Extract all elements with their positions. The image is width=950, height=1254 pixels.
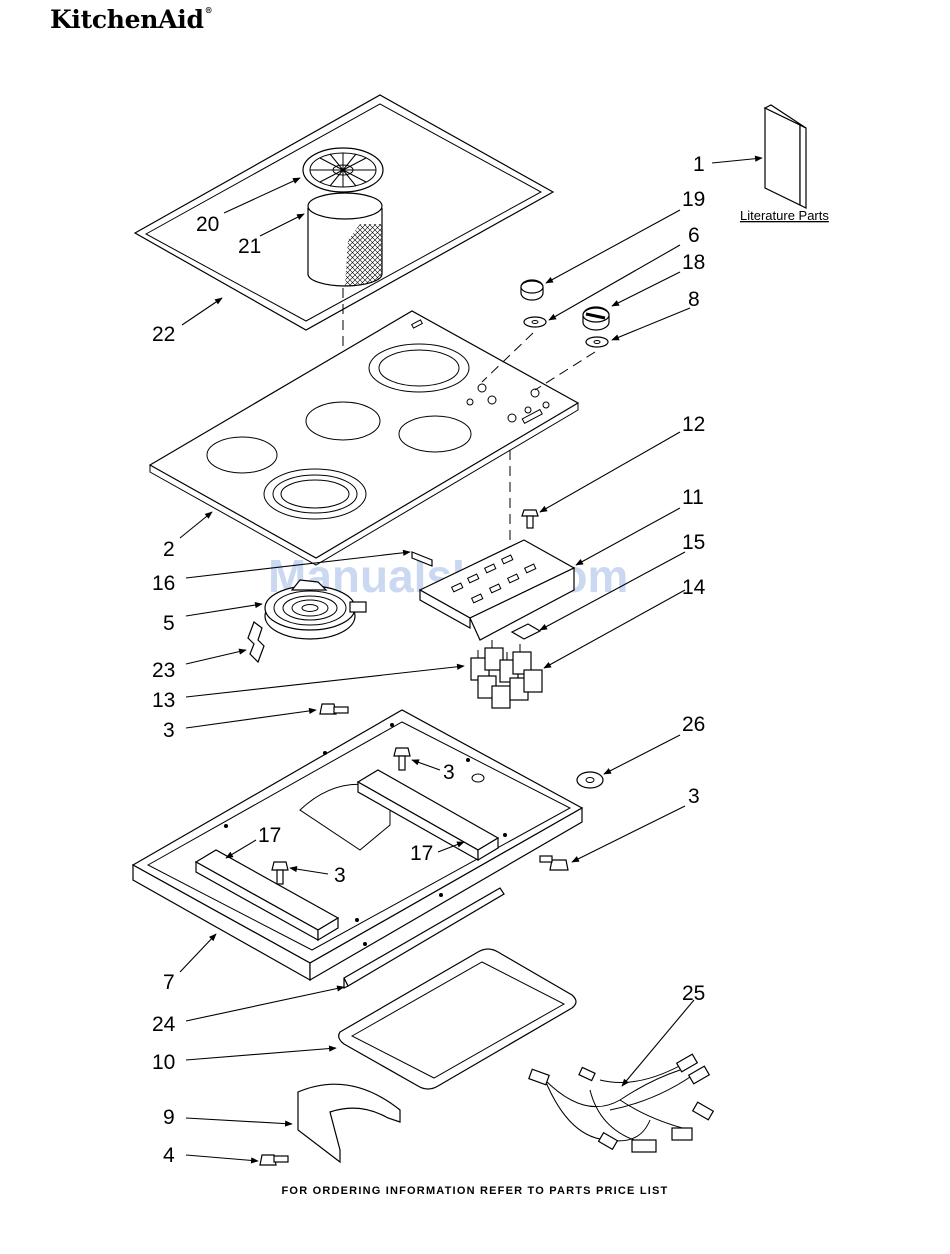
callout-15: 15: [682, 531, 705, 554]
callout-1: 1: [693, 153, 705, 176]
leader-7: [180, 934, 216, 972]
callout-4: 4: [163, 1144, 175, 1167]
ordering-info-footer: FOR ORDERING INFORMATION REFER TO PARTS …: [0, 1185, 950, 1197]
callout-23: 23: [152, 659, 175, 682]
callout-3-top: 3: [163, 719, 175, 742]
part-3-screw-a: [320, 704, 348, 714]
leader-3c: [572, 806, 685, 862]
leader-4: [186, 1155, 258, 1161]
leader-26: [604, 735, 680, 774]
callout-7: 7: [163, 971, 175, 994]
leader-9: [186, 1118, 292, 1124]
leader-3a: [186, 710, 316, 728]
part-21-canister: [308, 193, 382, 286]
part-2-cooktop: [150, 311, 578, 565]
callout-3-right: 3: [688, 785, 700, 808]
leader-24: [186, 987, 344, 1021]
callout-12: 12: [682, 413, 705, 436]
leader-19: [546, 210, 680, 283]
callout-3-left: 3: [334, 864, 346, 887]
part-9-shield: [298, 1084, 400, 1162]
callout-14: 14: [682, 576, 706, 599]
part-3-screw-d: [540, 856, 568, 870]
part-20-grille: [303, 148, 383, 192]
leader-13: [186, 666, 464, 697]
part-19-knob: [521, 280, 543, 300]
callout-25: 25: [682, 982, 705, 1005]
leader-10: [186, 1048, 336, 1060]
callout-8: 8: [688, 288, 700, 311]
callout-24: 24: [152, 1013, 176, 1036]
literature-parts-label: Literature Parts: [740, 208, 829, 223]
part-8-bezel: [586, 337, 608, 347]
callout-10: 10: [152, 1051, 175, 1074]
part-18-knob: [583, 307, 609, 330]
leader-25: [622, 1000, 694, 1086]
leader-22: [182, 298, 222, 325]
callout-11: 11: [682, 486, 704, 509]
callout-2: 2: [163, 538, 175, 561]
leader-12: [540, 432, 680, 512]
leader-2: [180, 512, 212, 538]
part-23-clip: [248, 622, 264, 662]
callout-3-center: 3: [443, 761, 455, 784]
part-4-screw: [260, 1155, 288, 1165]
callout-9: 9: [163, 1106, 175, 1129]
callout-17-left: 17: [258, 824, 281, 847]
callout-20: 20: [196, 213, 219, 236]
part-6-bezel: [524, 317, 546, 327]
leader-23: [186, 650, 246, 664]
callout-26: 26: [682, 713, 705, 736]
callout-21: 21: [238, 235, 261, 258]
part-25-harness: [529, 1054, 713, 1152]
leader-18: [612, 272, 680, 306]
leader-6: [549, 245, 680, 320]
part-15-label: [512, 624, 540, 639]
part-7-base: [133, 710, 582, 980]
leader-5: [186, 604, 262, 616]
leader-8: [612, 308, 690, 340]
callout-22: 22: [152, 323, 175, 346]
callout-16: 16: [152, 572, 175, 595]
callout-17-right: 17: [410, 842, 433, 865]
callout-13: 13: [152, 689, 175, 712]
part-1-literature: [765, 105, 806, 208]
leader-1: [712, 158, 762, 163]
part-26-grommet: [577, 772, 603, 788]
callout-18: 18: [682, 251, 705, 274]
callout-19: 19: [682, 188, 705, 211]
part-12-screw: [522, 510, 538, 528]
callout-6: 6: [688, 224, 700, 247]
callout-5: 5: [163, 612, 175, 635]
part-14-switches: [471, 640, 542, 708]
